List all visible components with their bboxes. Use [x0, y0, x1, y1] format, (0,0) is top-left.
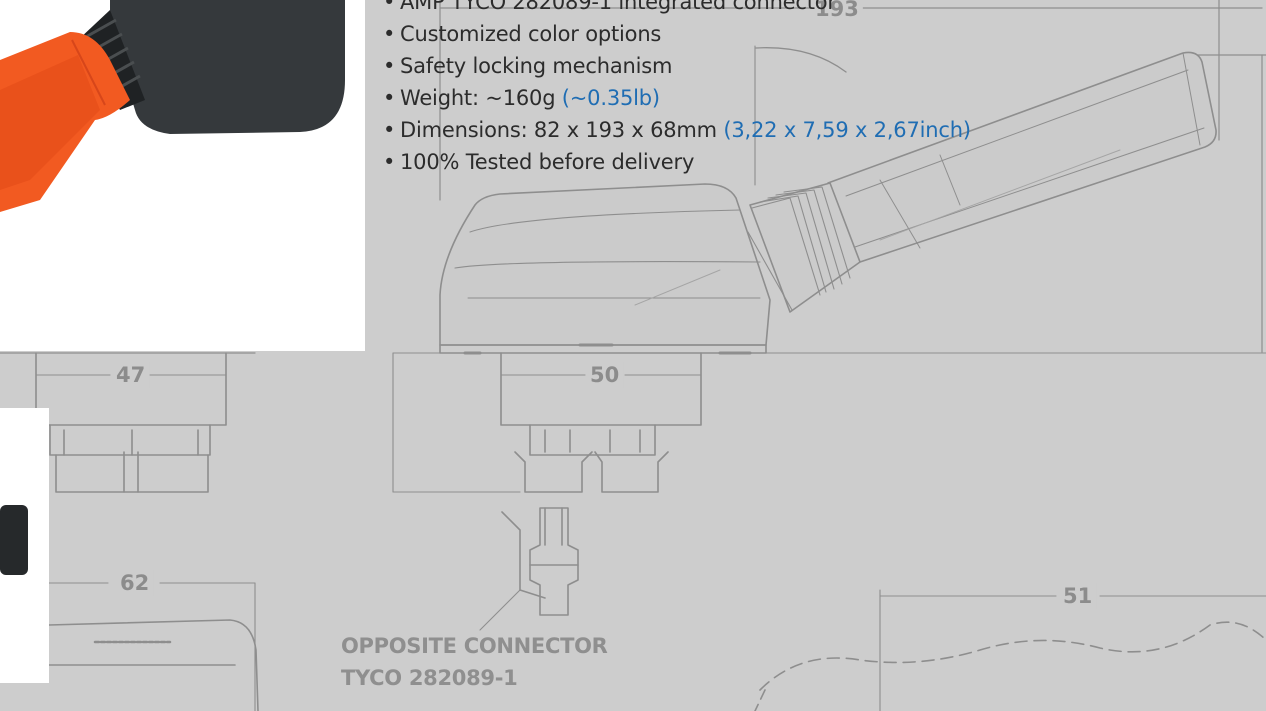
dim-detail-width: 51 [1063, 584, 1092, 608]
product-photo [0, 0, 365, 351]
dimension-label-bg [1059, 583, 1097, 609]
bullet: • [383, 150, 396, 174]
spec-item: • AMP TYCO 282089-1 integrated connector [383, 0, 971, 18]
spec-item: •Customized color options [383, 18, 971, 50]
spec-item: •Safety locking mechanism [383, 50, 971, 82]
opposite-connector-drawing [479, 507, 579, 631]
detail-view [754, 589, 1266, 711]
side-view [0, 352, 256, 493]
bullet: • [383, 22, 396, 46]
bullet: • [383, 54, 396, 78]
spec-item: •Dimensions: 82 x 193 x 68mm (3,22 x 7,5… [383, 114, 971, 146]
spec-text: Safety locking mechanism [400, 54, 673, 78]
dimension-labels: 193 47 50 62 51 [112, 0, 1097, 609]
spec-imperial: (~0.35lb) [561, 86, 660, 110]
product-photo-2 [0, 408, 49, 683]
spec-text: 100% Tested before delivery [400, 150, 695, 174]
top-view [48, 582, 259, 711]
dim-side-width: 47 [116, 363, 145, 387]
spec-item: •100% Tested before delivery [383, 146, 971, 178]
spec-text: AMP TYCO 282089-1 integrated connector [400, 0, 836, 14]
bullet: • [383, 0, 396, 14]
dimension-label-bg [112, 362, 150, 388]
dim-overall-length: 193 [815, 0, 859, 21]
callout-line-2: TYCO 282089-1 [341, 666, 518, 690]
bullet: • [383, 118, 396, 142]
spec-item: •Weight: ~160g (~0.35lb) [383, 82, 971, 114]
dimension-label-bg [116, 570, 154, 596]
dim-connector-width: 50 [590, 363, 619, 387]
spec-text: Dimensions: 82 x 193 x 68mm [400, 118, 724, 142]
bullet: • [383, 86, 396, 110]
spec-imperial: (3,22 x 7,59 x 2,67inch) [723, 118, 971, 142]
dim-top-width: 62 [120, 571, 149, 595]
dimension-label-bg [586, 362, 624, 388]
dimension-label-bg [811, 0, 863, 22]
callout-line-1: OPPOSITE CONNECTOR [341, 634, 608, 658]
opposite-connector-callout: OPPOSITE CONNECTOR TYCO 282089-1 [341, 630, 608, 694]
spec-text: Customized color options [400, 22, 662, 46]
connector-view [392, 352, 702, 493]
handle-arm [747, 51, 1217, 313]
spec-list: •AMP TYCO 282089-1 integrated connector … [383, 0, 971, 178]
spec-text: Weight: ~160g [400, 86, 562, 110]
housing-front-view [439, 183, 771, 355]
